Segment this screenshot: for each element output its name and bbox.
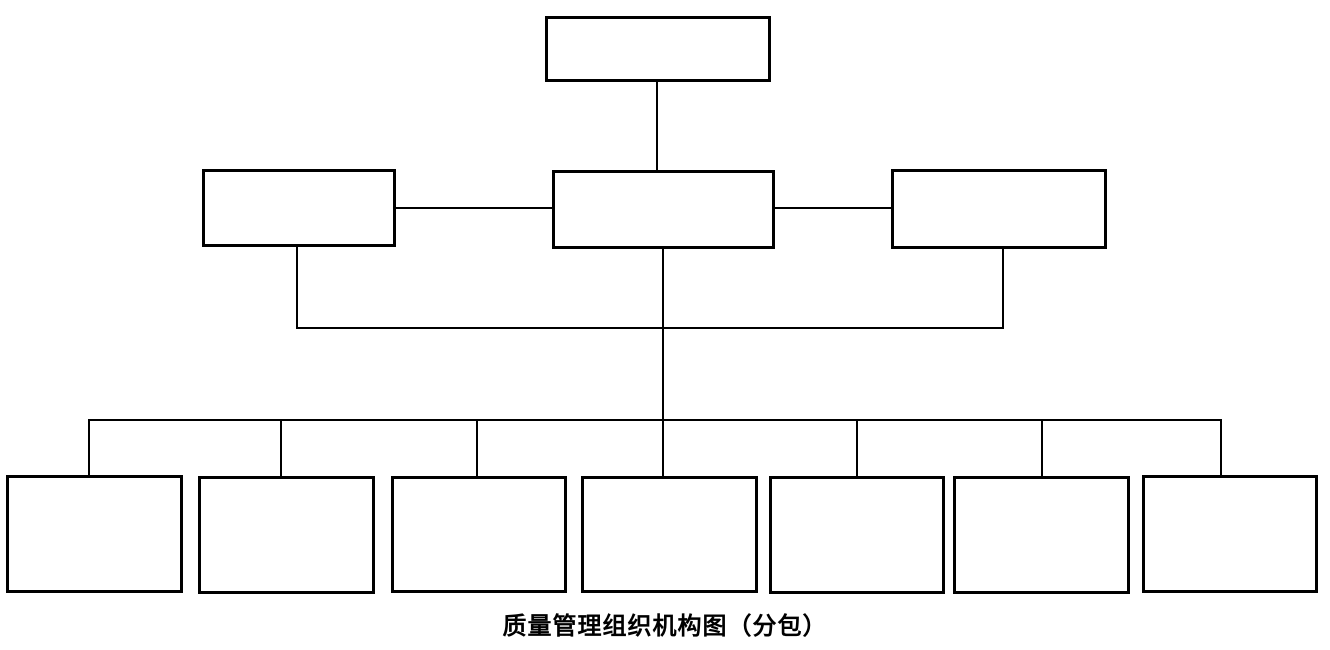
connector-left-drop [296,246,298,329]
org-box-row3-1 [6,475,183,593]
connector-distribution-bus [88,419,1222,421]
connector-center-to-right [774,207,892,209]
org-box-row3-5 [769,476,945,594]
connector-stub-row3-7 [1220,419,1222,477]
connector-stub-row3-2 [280,419,282,477]
org-box-row3-6 [953,476,1130,594]
connector-u-bus [296,327,1004,329]
org-box-row2-right [891,169,1107,249]
org-box-row2-left [202,169,396,247]
connector-center-drop [662,248,664,477]
org-box-row3-4 [581,476,758,593]
org-box-row3-2 [198,476,375,594]
connector-top-to-center [656,81,658,171]
connector-stub-row3-5 [856,419,858,477]
connector-stub-row3-6 [1041,419,1043,477]
connector-stub-row3-1 [88,419,90,477]
org-box-row3-7 [1142,475,1318,593]
org-box-row2-center [552,170,775,249]
diagram-caption: 质量管理组织机构图（分包） [502,611,828,640]
org-box-row3-3 [391,476,567,593]
connector-right-drop [1002,248,1004,329]
connector-stub-row3-3 [476,419,478,477]
connector-left-to-center [396,207,553,209]
org-box-top [545,16,771,82]
